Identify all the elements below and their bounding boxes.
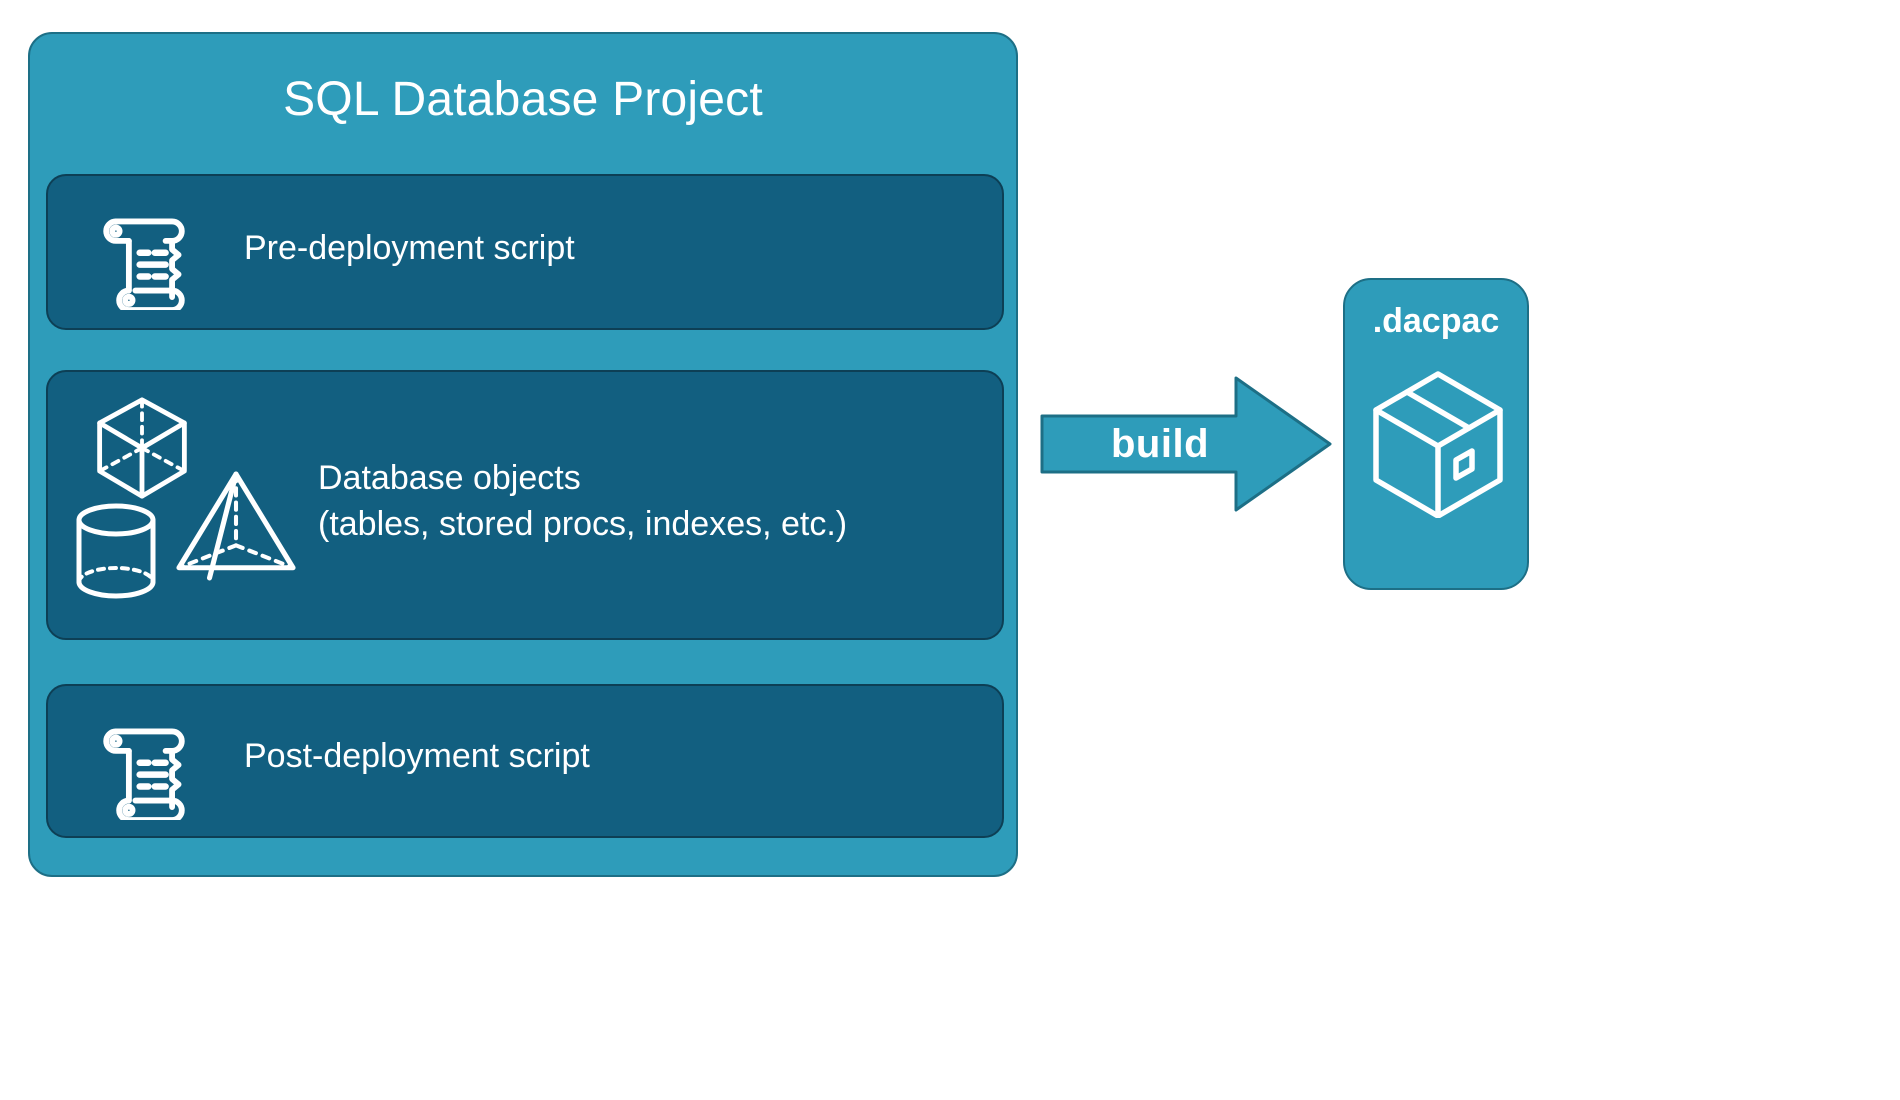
page-title: SQL Database Project	[283, 73, 763, 126]
cube-icon	[90, 396, 194, 500]
dacpac-title: .dacpac	[1372, 302, 1500, 340]
dacpac-output-card: .dacpac	[1343, 278, 1529, 590]
pyramid-icon	[174, 470, 298, 582]
card-label-post-deployment: Post-deployment script	[244, 737, 590, 775]
database-objects-icon-group	[62, 392, 312, 624]
sql-database-project-container: SQL Database Project	[28, 32, 1018, 877]
scroll-icon	[90, 712, 198, 823]
cylinder-icon	[72, 502, 160, 602]
card-database-objects: Database objects (tables, stored procs, …	[46, 370, 1004, 640]
card-label-pre-deployment: Pre-deployment script	[244, 229, 575, 267]
card-pre-deployment-script: Pre-deployment script	[46, 174, 1004, 330]
scroll-icon	[90, 202, 198, 313]
build-arrow-icon	[1040, 374, 1332, 514]
card-label-database-objects: Database objects (tables, stored procs, …	[318, 459, 848, 543]
card-post-deployment-script: Post-deployment script	[46, 684, 1004, 838]
package-box-icon	[1372, 368, 1504, 519]
